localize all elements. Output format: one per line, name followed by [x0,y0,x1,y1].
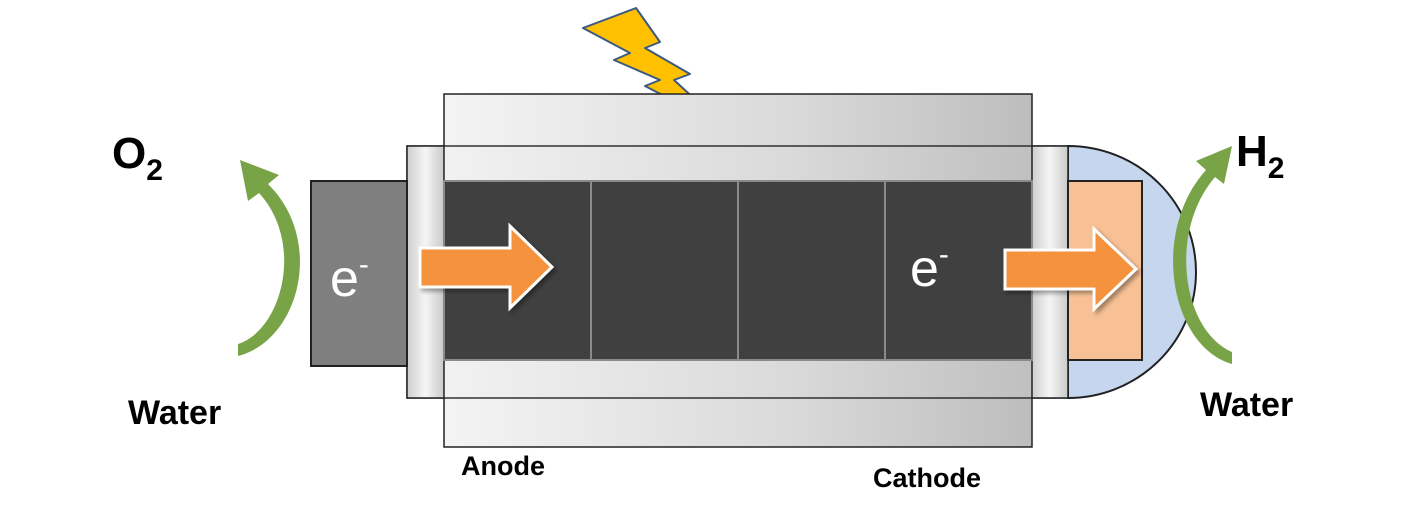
curved-up-arrow-icon [1173,146,1232,364]
electron-label-left: e- [330,248,369,308]
right-arrow-icon [418,222,555,312]
water-label-left: Water [128,394,221,432]
right-arrow-icon [1003,225,1139,313]
cell-segment-2 [590,180,739,361]
cell-segment-3 [737,180,886,361]
water-label-right: Water [1200,386,1293,424]
oxygen-label: O2 [112,129,163,187]
cathode-label: Cathode [873,463,981,493]
hydrogen-label: H2 [1236,127,1284,185]
anode-label: Anode [461,451,545,481]
anode-block [310,180,408,367]
curved-up-arrow-icon [238,160,300,356]
electron-label-right: e- [910,238,949,298]
